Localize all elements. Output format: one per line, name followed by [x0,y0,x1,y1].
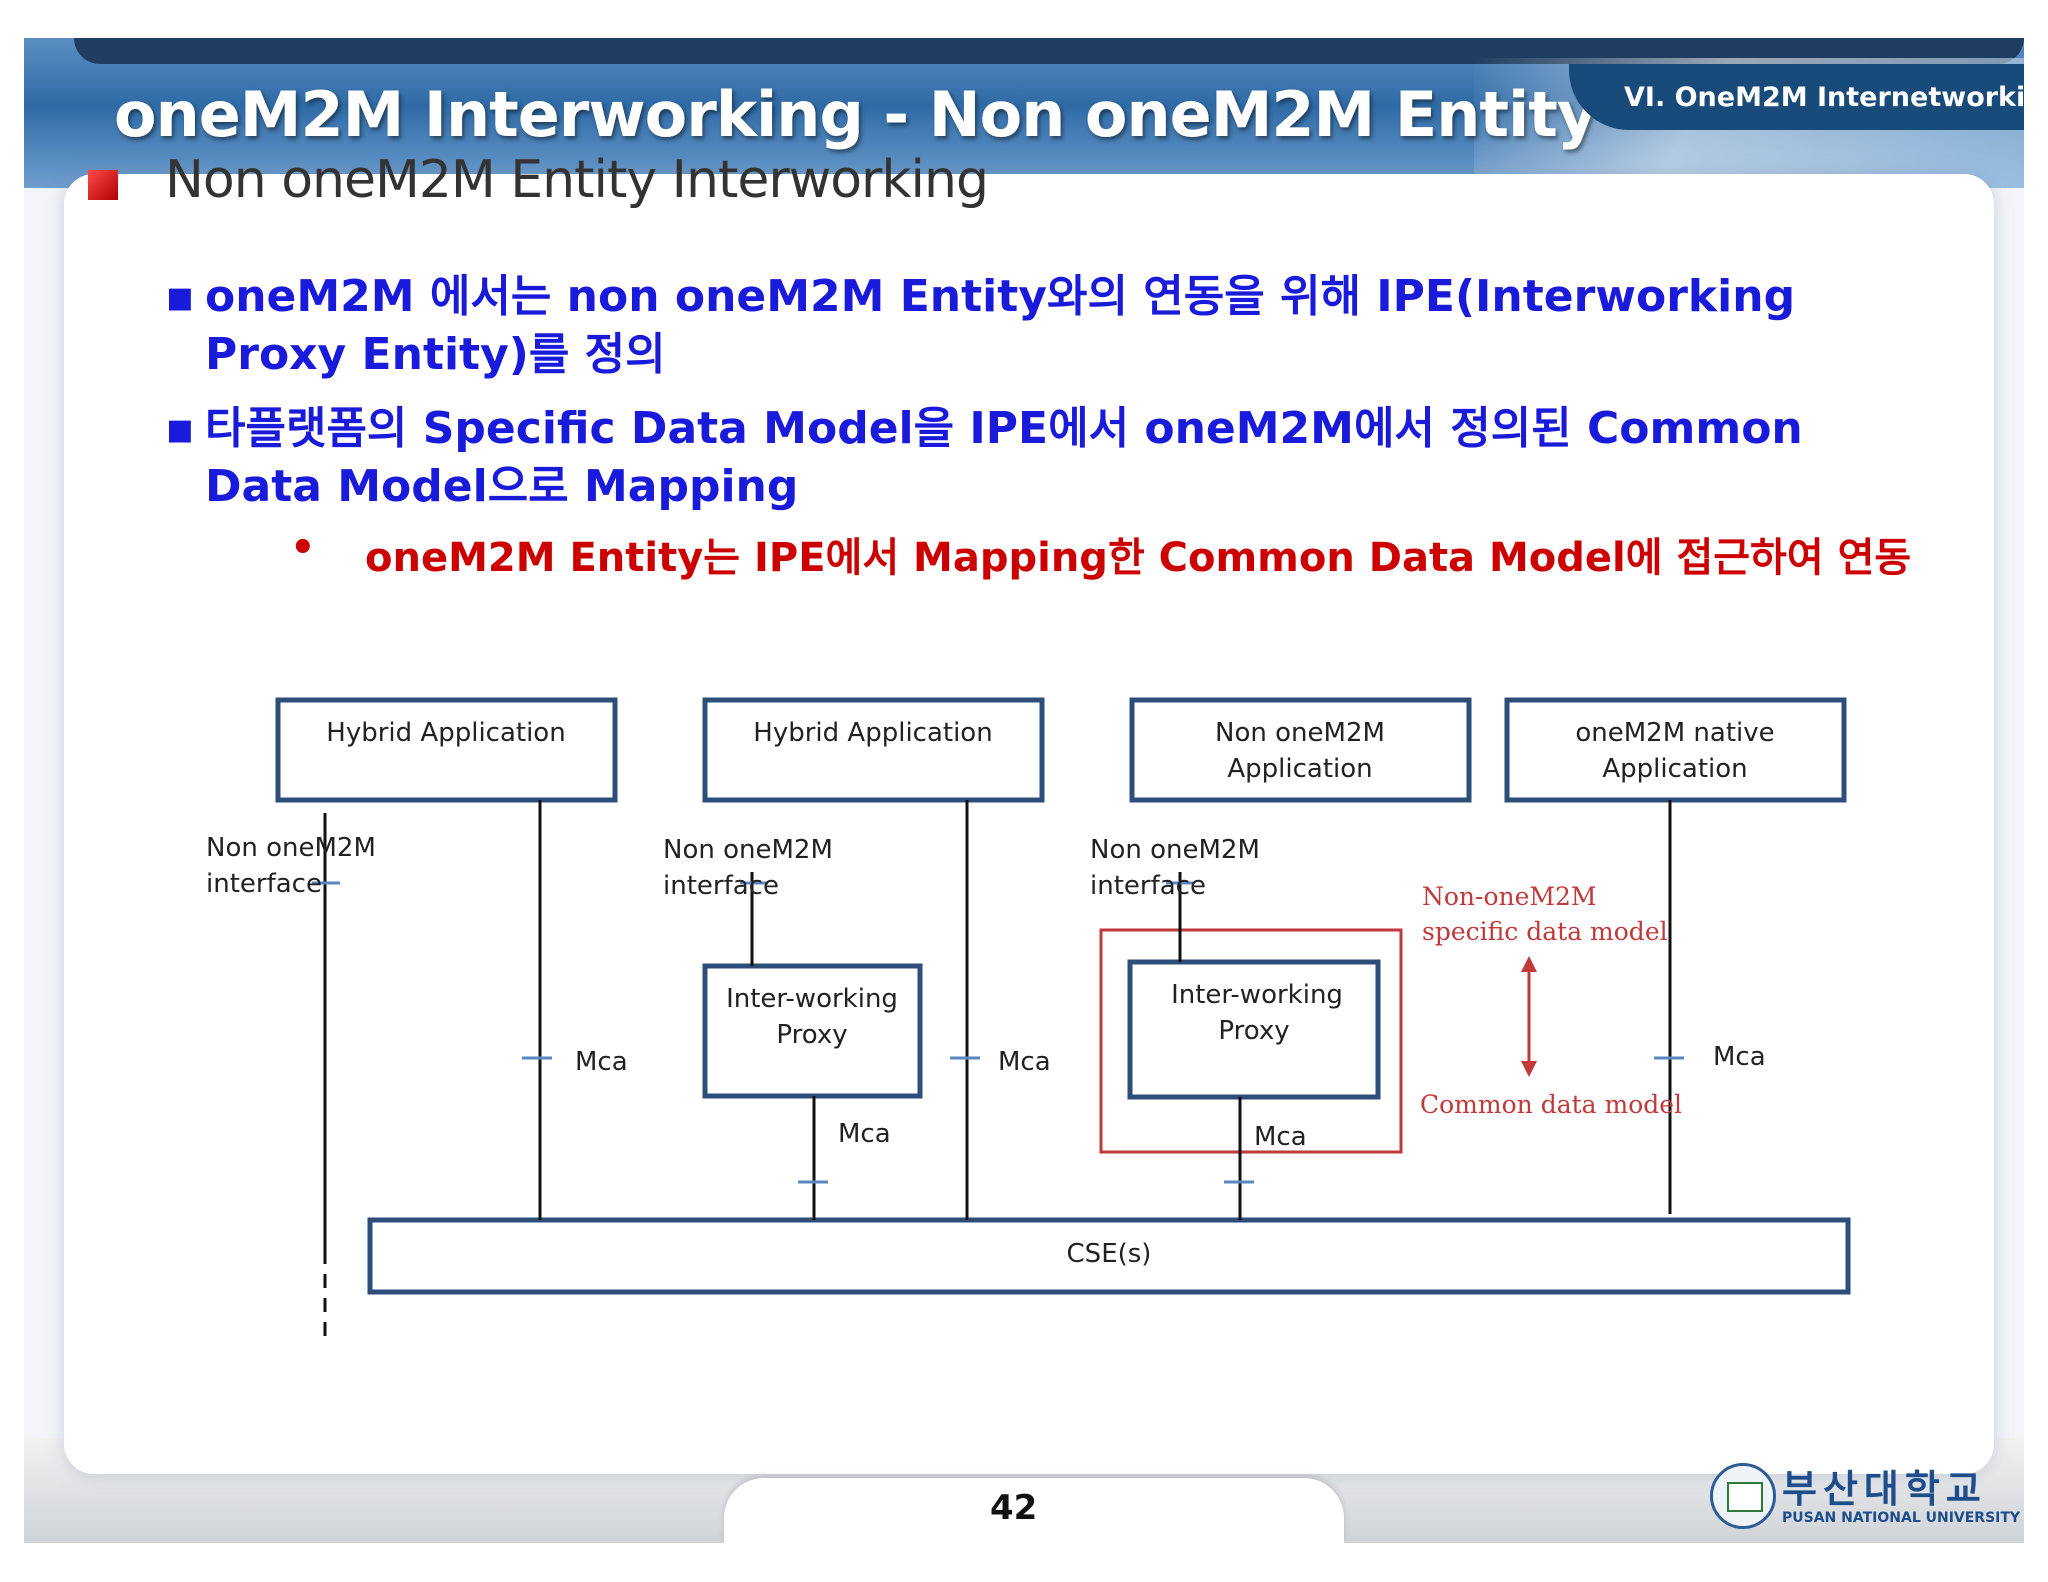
square-bullet-icon: ▪ [165,271,195,322]
slide-title: oneM2M Interworking - Non oneM2M Entity [114,78,1597,151]
interface-label-2-line-2: interface [663,871,779,901]
interworking-proxy-2-label-2: Proxy [1218,1016,1289,1046]
interface-label-2-line-1: Non oneM2M [663,835,833,865]
interface-label-3-line-1: Non oneM2M [1090,835,1260,865]
bullet-1-line-2: Proxy Entity)를 정의 [205,329,666,380]
university-logo: 부산대학교 PUSAN NATIONAL UNIVERSITY [1710,1458,2020,1538]
hybrid-application-box-2 [702,697,1045,803]
mca-label-2: Mca [998,1047,1051,1077]
cse-box [367,1217,1851,1295]
interface-label-3-line-2: interface [1090,871,1206,901]
seal-emblem [1727,1482,1763,1512]
bullet-2-line-2: Data Model으로 Mapping [205,461,799,512]
section-tab: VI. OneM2M Internetworking [1569,64,2024,130]
square-bullet-icon: ▪ [165,403,195,454]
mca-label-3: Mca [838,1119,891,1149]
non-onem2m-application-label-2: Application [1227,754,1372,784]
mca-label-5: Mca [1713,1042,1766,1072]
bullet-2-line-1: 타플랫폼의 Specific Data Model을 IPE에서 oneM2M에… [205,403,1803,454]
interworking-proxy-2-label-1: Inter-working [1171,980,1343,1010]
mca-label-4: Mca [1254,1122,1307,1152]
page-number: 42 [990,1488,1038,1528]
hybrid-application-label-1: Hybrid Application [326,718,565,748]
interface-label-1-line-1: Non oneM2M [206,833,376,863]
mapping-arrow-up-icon [1521,956,1537,972]
interworking-proxy-1-label-2: Proxy [776,1020,847,1050]
non-onem2m-application-label-1: Non oneM2M [1215,718,1385,748]
specific-data-model-label-2: specific data model [1422,917,1668,946]
interworking-proxy-box-2 [1127,959,1381,1100]
hybrid-application-box-1 [275,697,618,803]
round-bullet-icon: • [290,525,316,571]
heading-bullet-icon [88,170,118,200]
university-name-english: PUSAN NATIONAL UNIVERSITY [1782,1510,2021,1526]
onem2m-native-application-label-1: oneM2M native [1575,718,1774,748]
bullet-1-line-1: oneM2M 에서는 non oneM2M Entity와의 연동을 위해 IP… [205,271,1796,322]
interface-label-1-line-2: interface [206,869,322,899]
hybrid-application-label-2: Hybrid Application [753,718,992,748]
common-data-model-label: Common data model [1420,1090,1682,1119]
university-seal-icon [1710,1463,1776,1529]
interworking-proxy-1-label-1: Inter-working [726,984,898,1014]
university-name-korean: 부산대학교 [1782,1467,1987,1511]
mapping-arrow-down-icon [1521,1061,1537,1077]
ipe-highlight-box [1099,928,1403,1154]
specific-data-model-label-1: Non-oneM2M [1422,882,1597,911]
sub-bullet-text: oneM2M Entity는 IPE에서 Mapping한 Common Dat… [365,535,1912,581]
onem2m-native-application-label-2: Application [1602,754,1747,784]
content-heading: Non oneM2M Entity Interworking [165,150,989,210]
cse-label: CSE(s) [1067,1239,1152,1269]
section-label: VI. OneM2M Internetworking [1624,82,2024,113]
non-onem2m-application-box [1129,697,1472,803]
onem2m-native-application-box [1504,697,1847,803]
footer-page-tab [724,1478,1344,1543]
mca-label-1: Mca [575,1047,628,1077]
